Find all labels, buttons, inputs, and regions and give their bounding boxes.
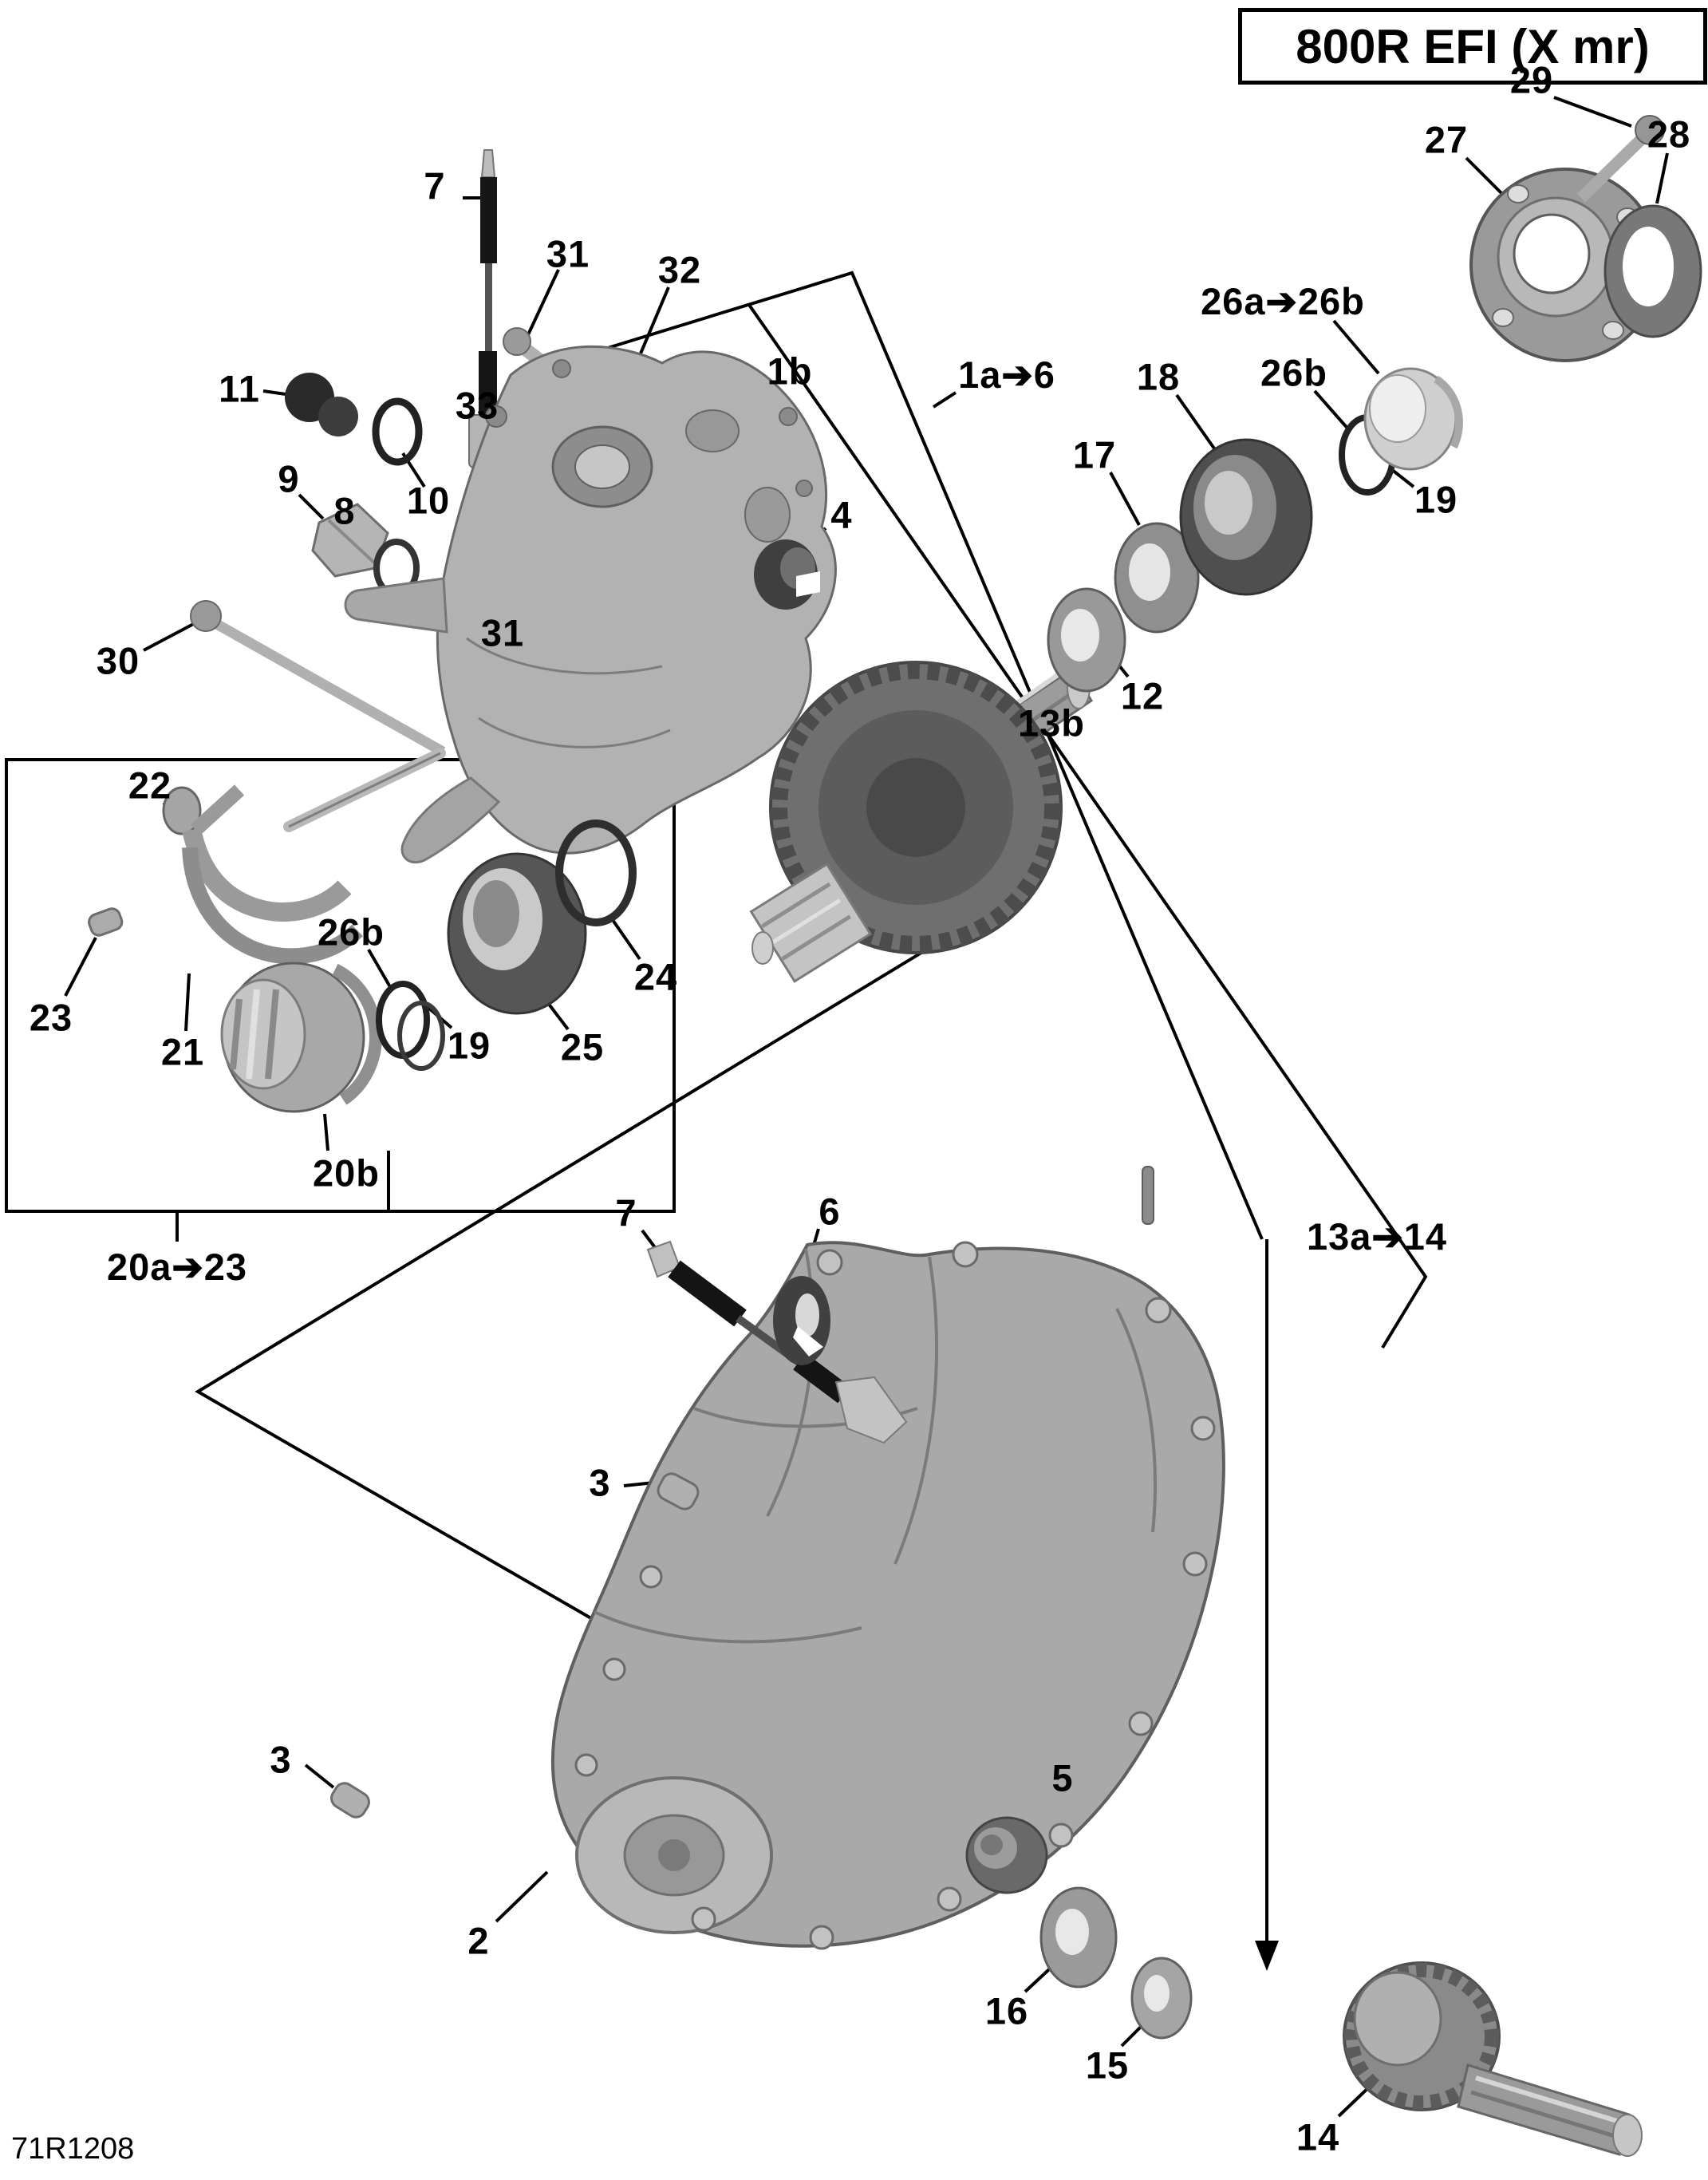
bevel-gear-14-drawing [1343,1961,1643,2157]
model-title: 800R EFI (X mr) [1296,19,1650,73]
washer-17-drawing [1114,522,1200,634]
bolt-30-drawing [190,600,446,756]
part-label-1a-6: 1a➔6 [958,353,1055,396]
model-title-box: 800R EFI (X mr) [1238,8,1707,85]
plug-11-drawing [285,373,358,436]
part-label-10: 10 [406,479,451,522]
group-leader-lines [176,271,1428,1941]
part-label-19-left: 19 [447,1024,491,1067]
pin-23-drawing [88,907,124,937]
part-label-7-top: 7 [424,164,446,207]
pin-22-drawing [283,748,446,832]
part-label-3-lower: 3 [270,1738,292,1781]
pin-3-lower-drawing [330,1782,370,1819]
part-label-9: 9 [278,457,300,500]
part-label-26b-left: 26b [318,910,385,954]
part-label-33: 33 [455,384,499,427]
seal-washer-6-drawing [773,1276,830,1365]
shift-fork-21-drawing [162,784,363,965]
part-label-8: 8 [333,489,356,532]
bushing-4-drawing [754,539,820,610]
part-label-1b: 1b [767,350,813,393]
part-label-23: 23 [29,996,73,1039]
flange-27-drawing [1469,168,1661,362]
part-label-13b: 13b [1018,701,1085,744]
part-label-24: 24 [633,955,678,998]
part-label-22: 22 [128,764,172,807]
part-label-30: 30 [96,639,140,682]
group-box-20a-23 [5,758,676,1213]
part-label-4: 4 [830,493,853,536]
part-label-19-right: 19 [1414,478,1458,521]
part-label-13a-14: 13a➔14 [1306,1215,1448,1258]
part-label-20b: 20b [313,1151,380,1195]
part-label-25: 25 [560,1025,605,1068]
part-label-21: 21 [160,1030,205,1073]
bearing-18-drawing [1179,438,1313,596]
bushing-5-drawing [965,1816,1048,1894]
washer-12-drawing [1047,587,1126,693]
drawing-code: 71R1208 [11,2132,135,2166]
part-label-15: 15 [1085,2044,1130,2087]
oring-26b-left-drawing [376,981,445,1071]
part-label-16: 16 [984,1989,1029,2032]
part-label-17: 17 [1072,433,1117,476]
part-label-11: 11 [219,367,260,410]
part-label-12: 12 [1120,674,1165,717]
part-label-18: 18 [1136,355,1181,398]
part-label-26a-26b: 26a➔26b [1201,280,1365,322]
part-label-31-a: 31 [546,232,590,275]
bolt-29-drawing [1576,115,1665,203]
part-label-3-upper: 3 [589,1461,611,1504]
part-label-26b-right: 26b [1260,351,1327,394]
part-label-29: 29 [1509,58,1554,101]
part-label-32: 32 [657,248,702,291]
seal-28-drawing [1603,204,1702,338]
hub-20b-drawing [220,962,382,1113]
washer-15-drawing [1130,1957,1193,2040]
shift-shaft-7-lower-drawing [646,1240,908,1444]
pin-3-upper-drawing [657,1472,700,1511]
part-label-7-lower: 7 [615,1191,637,1234]
part-label-6: 6 [818,1190,841,1233]
part-label-28: 28 [1647,113,1691,156]
part-label-5: 5 [1051,1756,1074,1799]
part-label-2: 2 [467,1919,490,1962]
gear-shaft-13b-drawing [749,658,1093,983]
part-label-14: 14 [1296,2115,1340,2158]
part-label-31-b: 31 [480,611,525,654]
washer-16-drawing [1039,1886,1118,1988]
part-label-20a-23: 20a➔23 [106,1246,248,1288]
bearing-25-drawing [447,852,587,1015]
upper-housing-1b-drawing [344,345,837,864]
lower-housing-2-drawing [550,1166,1225,1950]
oring-10-drawing [372,397,423,466]
bushing-26a-drawing [1363,367,1463,471]
part-label-27: 27 [1424,118,1469,161]
oring-24-drawing [555,819,637,926]
